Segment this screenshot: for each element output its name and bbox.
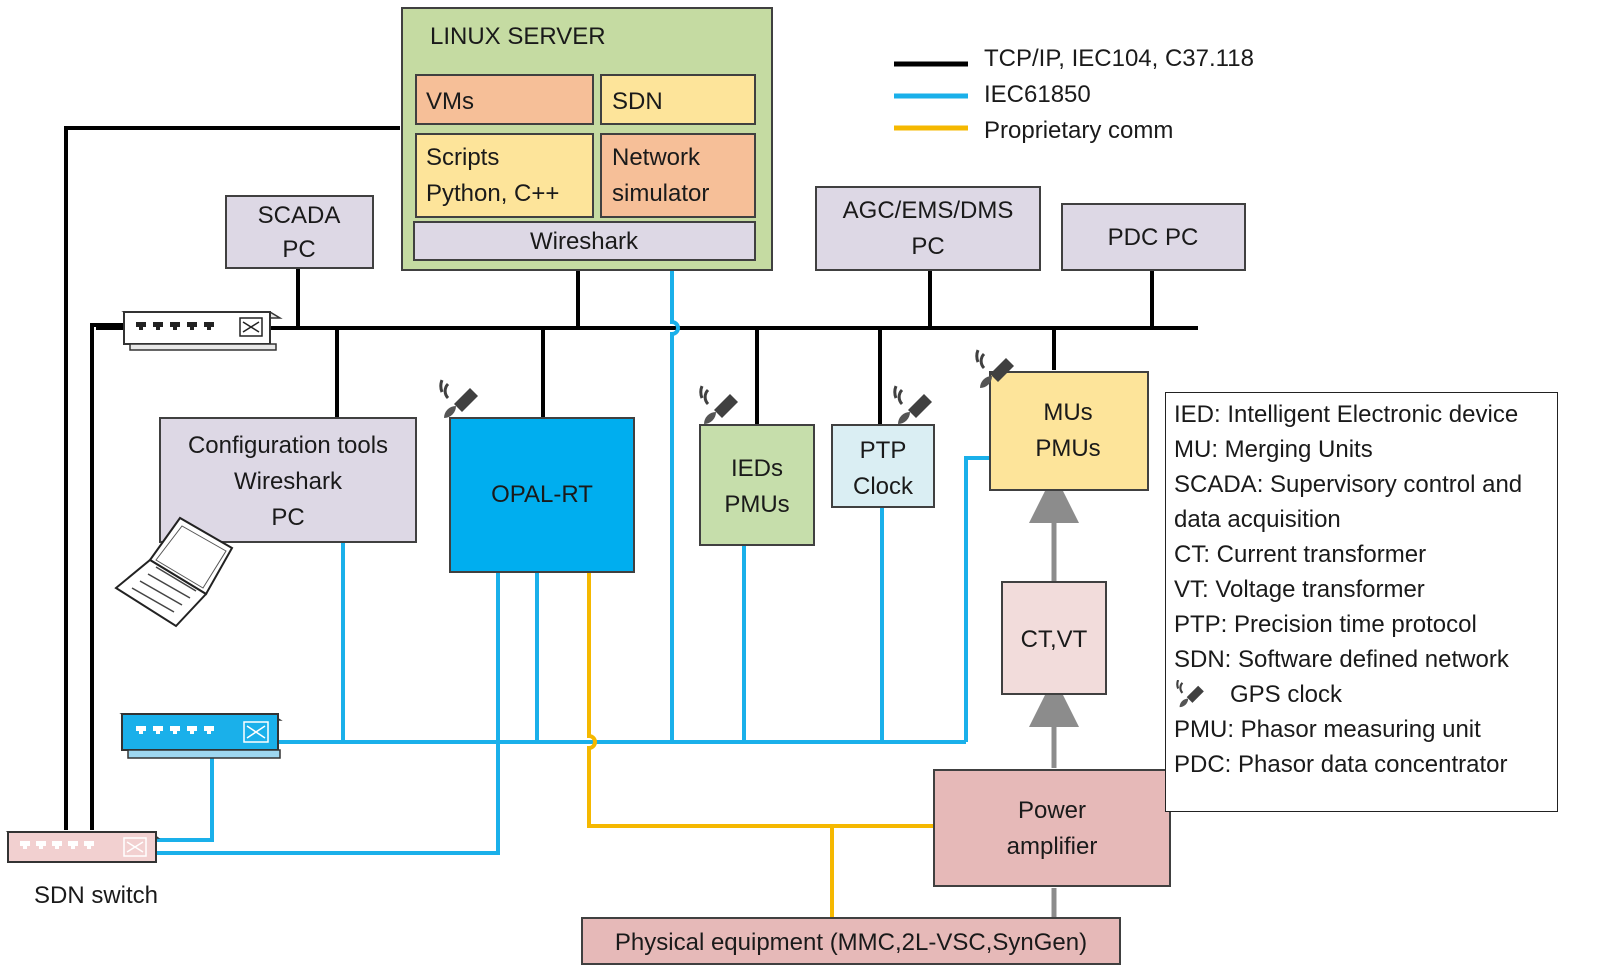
physical-label: Physical equipment (MMC,2L-VSC,SynGen) (615, 929, 1087, 956)
abbreviation-key: IED: Intelligent Electronic device MU: M… (1165, 392, 1558, 812)
scripts-label-2: Python, C++ (426, 180, 559, 207)
ieds-label-2: PMUs (724, 491, 789, 518)
vms-label: VMs (426, 88, 474, 115)
physical-equipment: Physical equipment (MMC,2L-VSC,SynGen) (581, 917, 1121, 965)
server-title: LINUX SERVER (430, 23, 606, 50)
laptop-icon (114, 516, 234, 628)
network-simulator-box (600, 133, 756, 218)
key-item: VT: Voltage transformer (1174, 576, 1425, 603)
config-label-3: PC (271, 504, 304, 531)
agc-label-1: AGC/EMS/DMS (843, 197, 1014, 224)
iec61850-wires (155, 268, 990, 855)
line-legend: TCP/IP, IEC104, C37.118 IEC61850 Proprie… (894, 45, 1254, 144)
power-amplifier: Power amplifier (933, 769, 1171, 887)
key-item-gps: GPS clock (1174, 677, 1551, 712)
sdn-label: SDN (612, 88, 663, 115)
opal-rt: OPAL-RT (439, 378, 635, 573)
key-item: SCADA: Supervisory control and (1174, 471, 1523, 498)
opal-label: OPAL-RT (491, 481, 593, 508)
ethernet-switch-black (121, 311, 283, 351)
key-gps-label: GPS clock (1230, 681, 1343, 708)
scada-label-1: SCADA (258, 202, 341, 229)
sdn-switch-label: SDN switch (34, 882, 158, 909)
ctvt-label: CT,VT (1021, 626, 1088, 653)
ieds-label-1: IEDs (731, 455, 783, 482)
vms-box (415, 74, 594, 125)
network-simulator-label-1: Network (612, 144, 701, 171)
agc-label-2: PC (911, 233, 944, 260)
key-item: SDN: Software defined network (1174, 646, 1509, 673)
scripts-box (415, 133, 594, 218)
sdn-switch: SDN switch (5, 831, 161, 909)
ptp-clock: PTP Clock (831, 384, 935, 508)
pdc-label: PDC PC (1108, 224, 1199, 251)
key-item: MU: Merging Units (1174, 436, 1373, 463)
key-item: CT: Current transformer (1174, 541, 1427, 568)
key-item: IED: Intelligent Electronic device (1174, 401, 1519, 428)
mus-pmus: MUs PMUs (975, 348, 1149, 491)
amp-label-1: Power (1018, 797, 1086, 824)
scripts-label-1: Scripts (426, 144, 499, 171)
key-item: data acquisition (1174, 506, 1341, 533)
ethernet-switch-blue (119, 713, 283, 759)
legend-label-proprietary: Proprietary comm (984, 117, 1173, 144)
scada-pc: SCADA PC (225, 195, 374, 269)
gps-icon (893, 384, 934, 426)
ptp-label-2: Clock (853, 473, 914, 500)
config-label-1: Configuration tools (188, 432, 388, 459)
legend-label-iec61850: IEC61850 (984, 81, 1091, 108)
gps-icon (1176, 679, 1205, 708)
sdn-box (600, 74, 756, 125)
agc-ems-dms-pc: AGC/EMS/DMS PC (815, 186, 1041, 271)
legend-label-tcp: TCP/IP, IEC104, C37.118 (984, 45, 1254, 72)
key-item: PDC: Phasor data concentrator (1174, 751, 1508, 778)
mus-label-1: MUs (1043, 399, 1092, 426)
ptp-label-1: PTP (860, 437, 907, 464)
pdc-pc: PDC PC (1061, 203, 1246, 271)
scada-label-2: PC (282, 236, 315, 263)
configuration-tools-pc: Configuration tools Wireshark PC (159, 417, 417, 543)
ieds-pmus: IEDs PMUs (699, 384, 815, 546)
gps-icon (439, 378, 480, 420)
mus-label-2: PMUs (1035, 435, 1100, 462)
key-item: PMU: Phasor measuring unit (1174, 716, 1481, 743)
wireshark-label: Wireshark (530, 228, 639, 255)
proprietary-wires (587, 572, 934, 918)
gps-icon (699, 384, 740, 426)
config-label-2: Wireshark (234, 468, 343, 495)
amp-label-2: amplifier (1007, 833, 1098, 860)
ct-vt: CT,VT (1001, 581, 1107, 695)
linux-server: LINUX SERVER VMs SDN Scripts Python, C++… (401, 7, 773, 271)
wireshark-box (413, 221, 756, 261)
network-simulator-label-2: simulator (612, 180, 709, 207)
key-item: PTP: Precision time protocol (1174, 611, 1477, 638)
tcp-wires (64, 126, 1198, 830)
